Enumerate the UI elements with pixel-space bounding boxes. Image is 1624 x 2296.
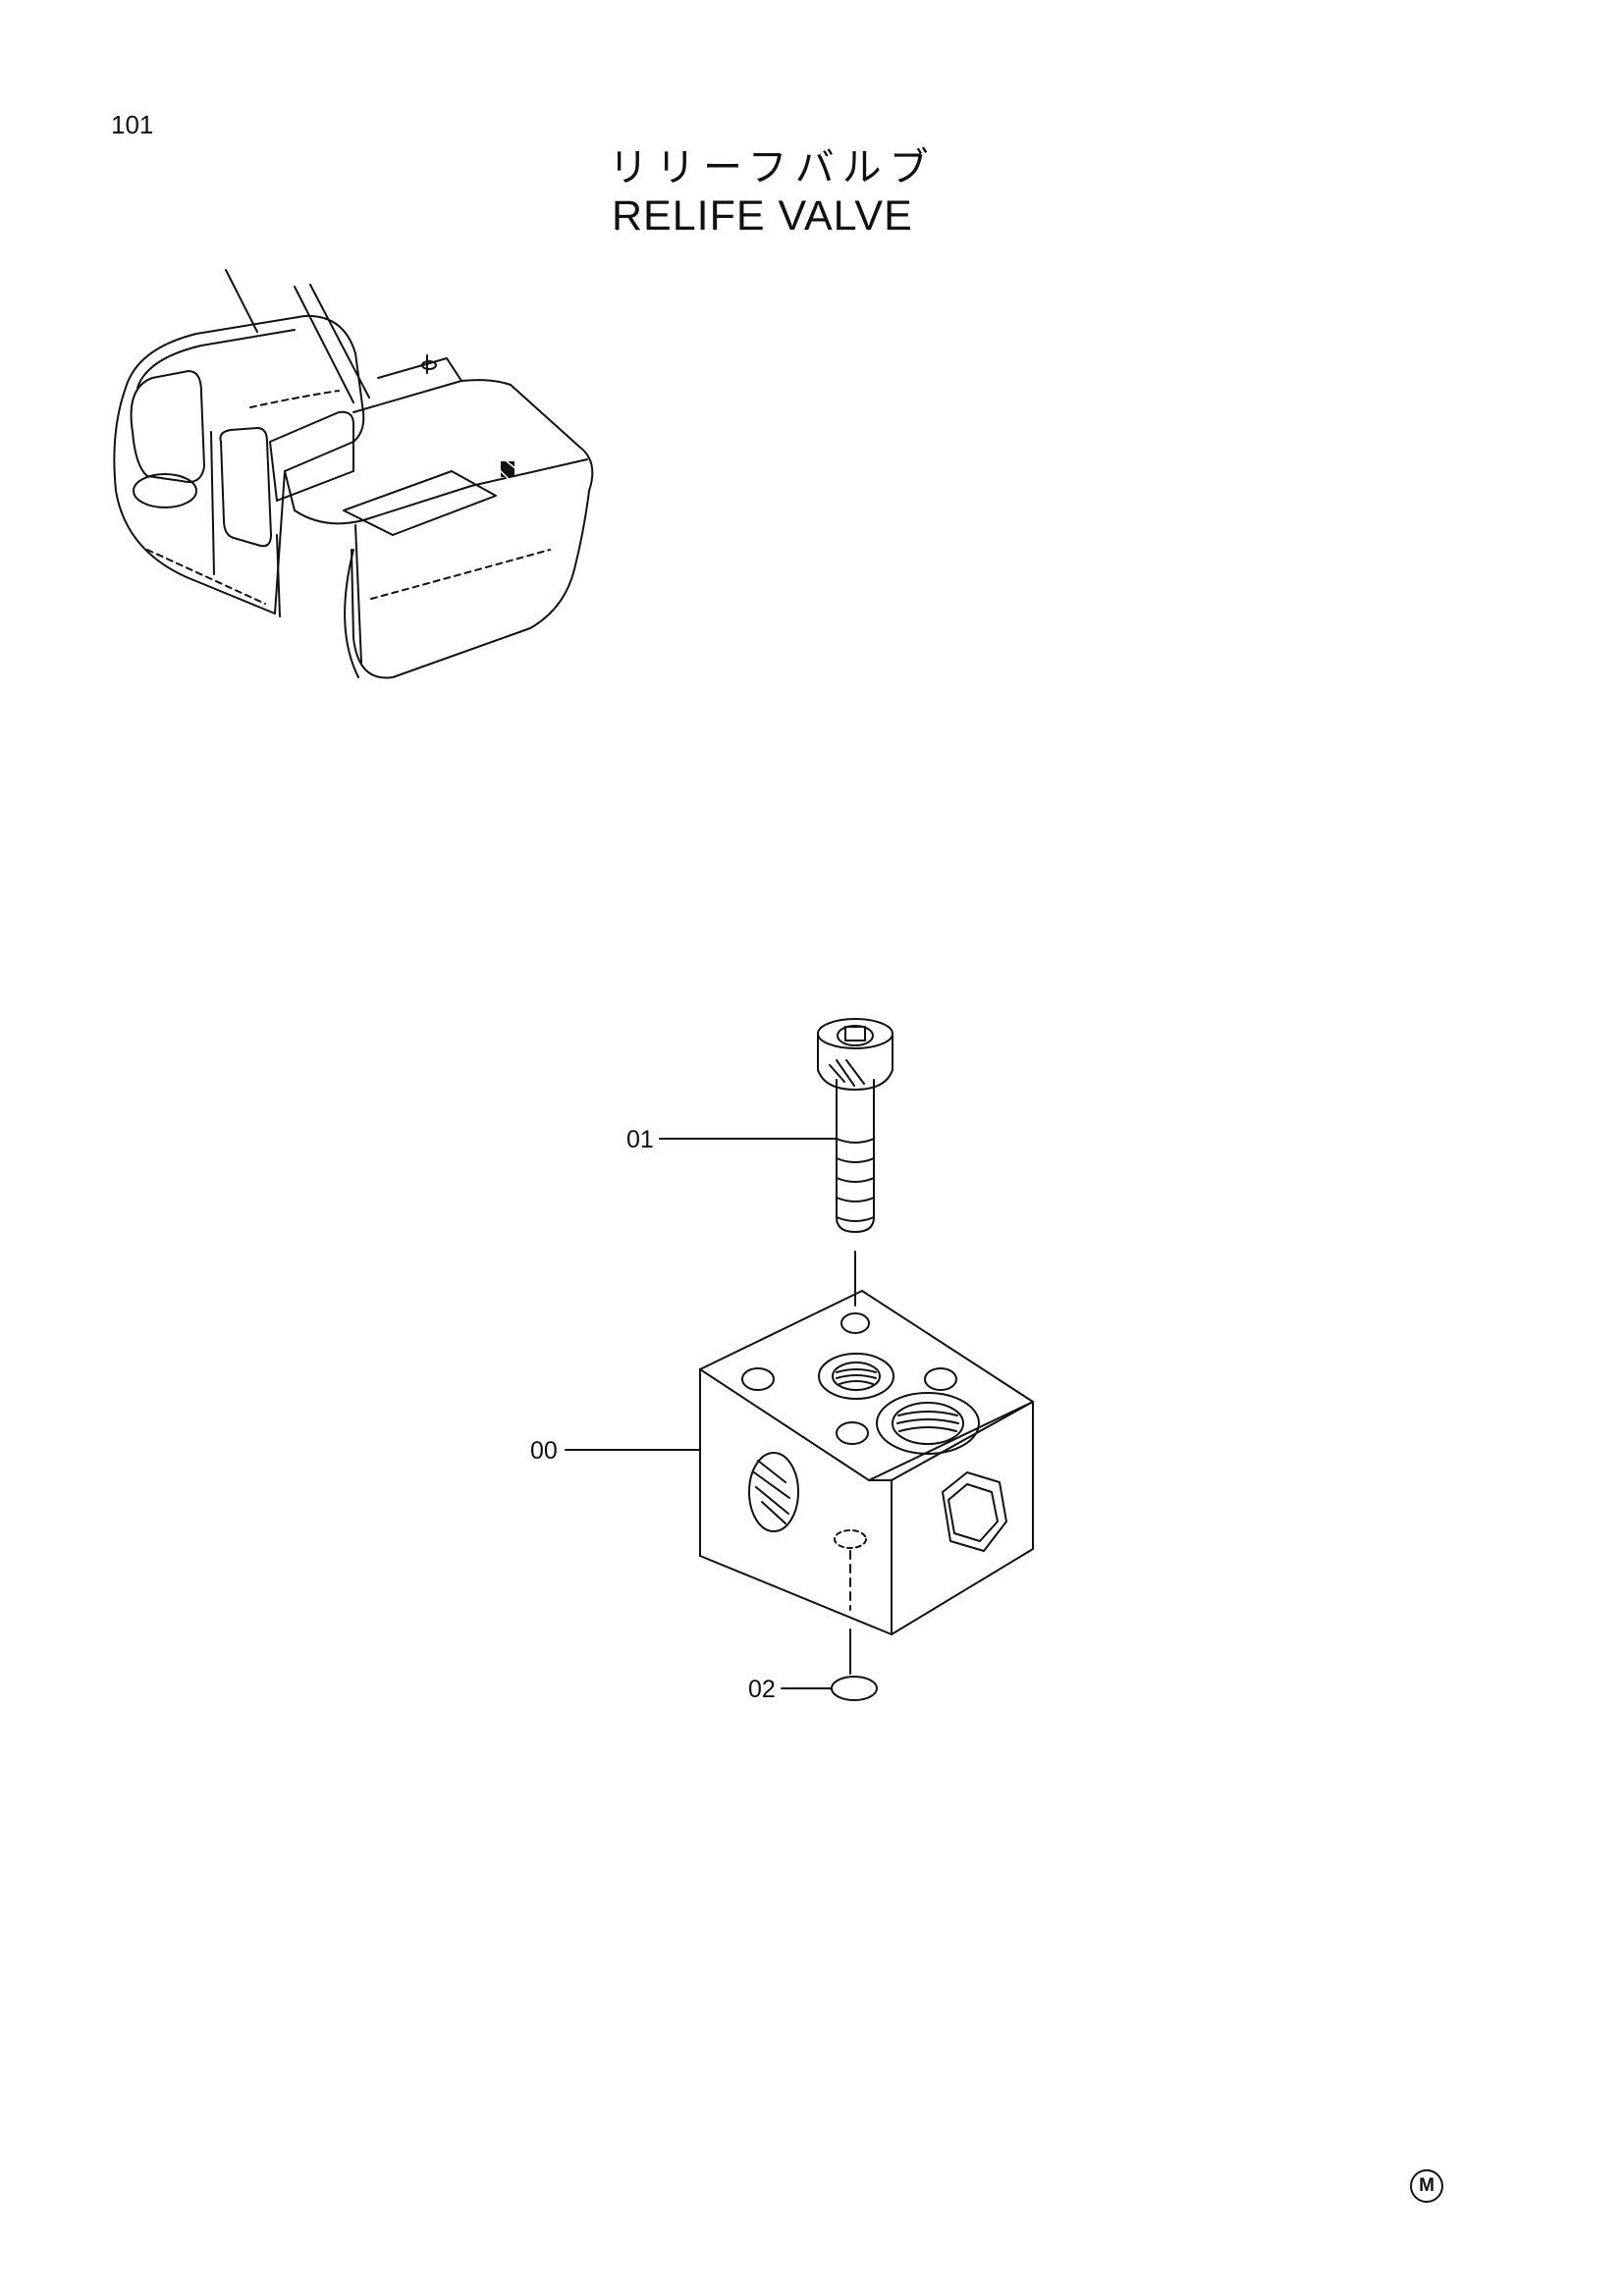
o-ring-icon <box>831 1676 878 1701</box>
cap-screw-icon <box>817 1018 893 1307</box>
excavator-locator-icon <box>113 269 594 679</box>
part-label-02: 02 <box>748 1676 776 1703</box>
relief-valve-block-icon <box>699 1290 1034 1675</box>
hex-plug-icon <box>942 1471 1007 1552</box>
model-mark-icon: M <box>1410 2169 1443 2203</box>
title-english: RELIFE VALVE <box>612 192 913 240</box>
part-label-00: 00 <box>530 1437 558 1465</box>
part-label-01: 01 <box>626 1126 654 1153</box>
title-japanese: リリーフバルブ <box>609 145 937 190</box>
page-number: 101 <box>111 110 154 139</box>
